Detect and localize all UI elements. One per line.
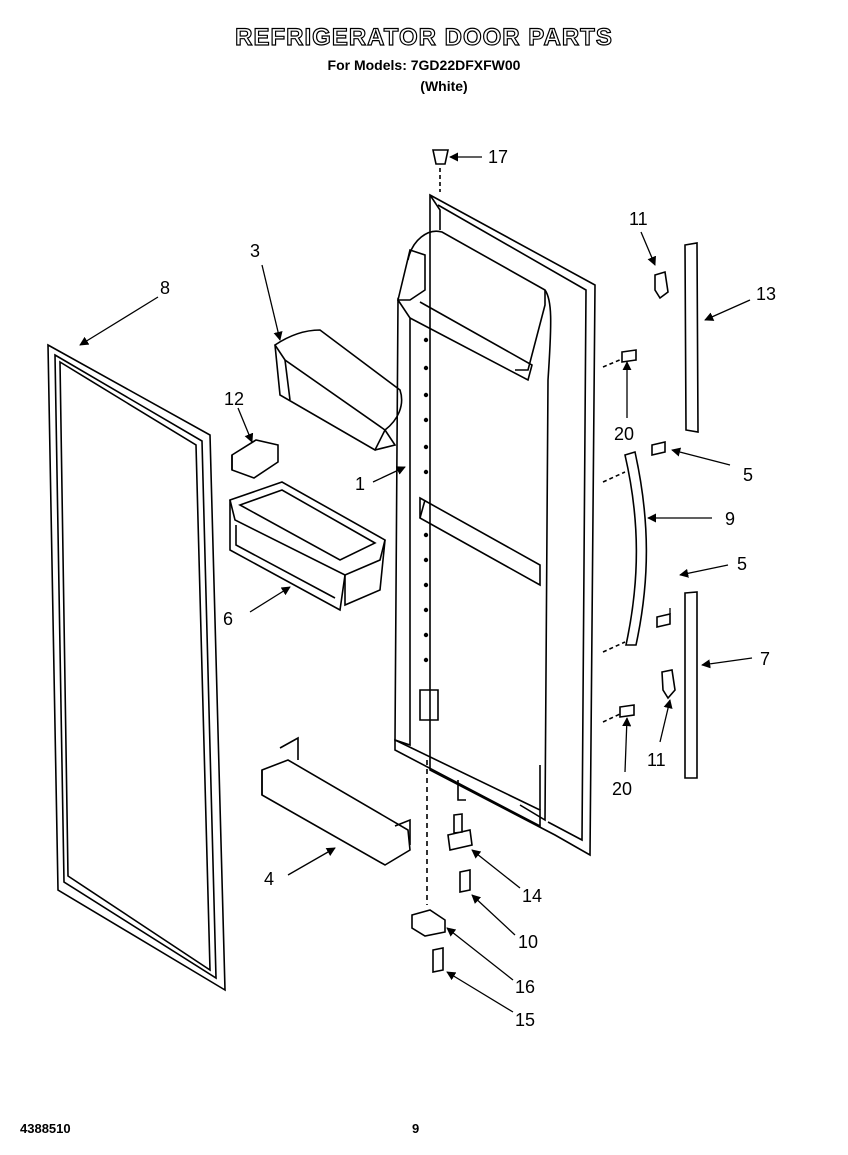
door-bin (229, 481, 386, 612)
callout-20-lower: 20 (612, 779, 632, 799)
screw-20-lower (619, 704, 635, 718)
door-liner (394, 193, 596, 857)
callout-5-upper: 5 (743, 465, 753, 485)
callout-14: 14 (522, 886, 542, 906)
callout-9: 9 (725, 509, 735, 529)
callout-6: 6 (223, 609, 233, 629)
color-variant: (White) (420, 78, 468, 94)
door-gasket (47, 343, 226, 992)
page-title: REFRIGERATOR DOOR PARTS (235, 23, 613, 51)
callout-8: 8 (160, 278, 170, 298)
callout-20-upper: 20 (614, 424, 634, 444)
shelf-clip (231, 439, 279, 479)
trim-clip-lower (661, 669, 676, 700)
liner-shelf-holes (423, 337, 429, 663)
door-plug (432, 149, 449, 192)
screw-5-upper (651, 440, 666, 457)
callout-13: 13 (756, 284, 776, 304)
screw-5-lower (656, 612, 671, 629)
callout-17: 17 (488, 147, 508, 167)
callout-labels: 17 11 13 3 8 20 12 5 1 9 6 5 7 11 20 4 1… (160, 147, 776, 1030)
door-bar (261, 736, 411, 866)
callout-12: 12 (224, 389, 244, 409)
callout-4: 4 (264, 869, 274, 889)
document-part-number: 4388510 (20, 1121, 71, 1136)
leader-lines (79, 152, 753, 1013)
callout-15: 15 (515, 1010, 535, 1030)
door-shelf-upper (273, 329, 403, 452)
callout-7: 7 (760, 649, 770, 669)
callout-11-upper: 11 (629, 209, 648, 229)
callout-1: 1 (355, 474, 365, 494)
callout-11-lower: 11 (647, 750, 666, 770)
hinge-bracket (411, 909, 446, 937)
models-line: For Models: 7GD22DFXFW00 (327, 57, 521, 73)
callout-16: 16 (515, 977, 535, 997)
hinge-screw-lower (432, 947, 444, 973)
trim-clip-upper (654, 270, 669, 300)
trim-upper (684, 242, 699, 433)
callout-10: 10 (518, 932, 538, 952)
callout-5-lower: 5 (737, 554, 747, 574)
hinge-screw (459, 869, 471, 893)
door-handle (624, 450, 648, 646)
screw-20-upper (621, 349, 637, 363)
hinge-pin (447, 813, 473, 851)
page-number: 9 (412, 1121, 420, 1136)
callout-3: 3 (250, 241, 260, 261)
trim-lower (684, 591, 698, 779)
